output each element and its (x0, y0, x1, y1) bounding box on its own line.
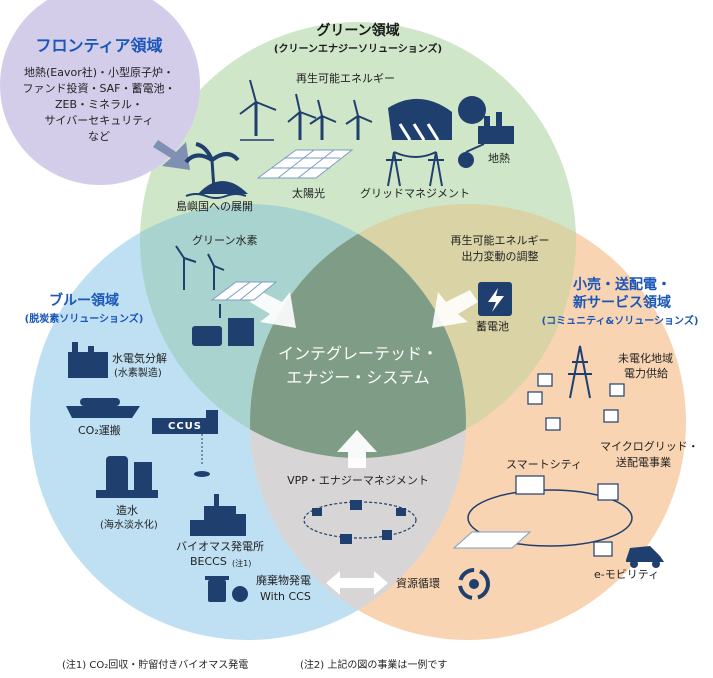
e-mobility-car-icon (626, 546, 664, 568)
desalination-plant-icon (96, 456, 158, 498)
beccs-note-label: (注1) (232, 559, 252, 568)
waste-label: 廃棄物発電 (256, 574, 311, 587)
footnote-1: (注1) CO₂回収・貯留付きバイオマス発電 (62, 660, 249, 671)
electrolysis-icon (68, 342, 108, 378)
hydro-dam-icon (388, 96, 486, 141)
smart-city-buildings-icon (515, 475, 619, 557)
houses-icon (527, 373, 625, 431)
battery-label: 蓄電池 (476, 320, 509, 333)
frontier-arrow-icon (153, 140, 190, 170)
e-mobility-label: e-モビリティ (594, 568, 660, 581)
power-supply-label: 電力供給 (624, 367, 668, 380)
smart-city-solar-icon (452, 531, 532, 549)
blue-title: ブルー領域 (49, 293, 119, 309)
green-hydrogen-wind-icon (175, 245, 225, 290)
electrolysis-label: 水電気分解 (112, 352, 167, 365)
co2-ship-icon (66, 398, 140, 418)
smart-city-label: スマートシティ (506, 458, 583, 471)
power-grid-tower-icon (386, 151, 444, 187)
solar-panel-icon (256, 149, 354, 179)
orange-title-line1: 小売・送配電・ (573, 277, 671, 293)
frontier-title: フロンティア領域 (35, 36, 163, 55)
arrow-from-green-left-icon (250, 290, 296, 328)
double-arrow-icon (326, 571, 388, 595)
frontier-desc-line: ファンド投資・SAF・蓄電池・ (22, 82, 176, 95)
center-title-line1: インテグレーテッド・ (277, 344, 438, 363)
green-hydrogen-solar-icon (210, 281, 278, 301)
waste-bin-icon (205, 576, 248, 602)
fluctuation-line2: 出力変動の調整 (461, 250, 539, 263)
frontier-desc-line: など (88, 130, 110, 143)
solar-label: 太陽光 (292, 187, 325, 200)
co2-transport-label: CO₂運搬 (78, 424, 121, 437)
island-label: 島嶼国への展開 (176, 200, 253, 213)
vpp-label: VPP・エナジーマネジメント (287, 474, 429, 487)
recycling-label: 資源循環 (396, 577, 440, 590)
grid-label: グリッドマネジメント (360, 187, 470, 200)
smart-city-ring (467, 489, 633, 547)
biomass-label: バイオマス発電所 (176, 540, 264, 553)
with-ccs-label: With CCS (260, 590, 311, 603)
unelectrified-label: 未電化地域 (618, 352, 673, 365)
green-title: グリーン領域 (316, 23, 400, 39)
battery-icon (478, 282, 512, 316)
distribution-label: 送配電事業 (616, 456, 671, 469)
ccus-facility-icon (152, 410, 218, 477)
desal-sub-label: (海水淡水化) (100, 520, 158, 531)
vpp-facilities-icon (312, 500, 406, 544)
desal-label: 造水 (116, 504, 138, 517)
center-region (250, 204, 466, 458)
frontier-desc-line: ZEB・ミネラル・ (54, 98, 144, 111)
green-subtitle: (クリーンエナジーソリューションズ) (273, 44, 443, 55)
hydrogen-label: グリーン水素 (192, 234, 258, 247)
frontier-circle (0, 0, 200, 185)
wind-turbine-icon (239, 79, 373, 141)
microgrid-label: マイクログリッド・ (600, 440, 699, 453)
hydrogen-tank-icon (192, 304, 254, 346)
orange-subtitle: (コミュニティ&ソリューションズ) (541, 316, 699, 327)
frontier-desc-line: 地熱(Eavor社)・小型原子炉・ (23, 66, 175, 79)
ccus-label: CCUS (168, 421, 202, 432)
renewable-label: 再生可能エネルギー (296, 72, 395, 85)
frontier-desc-line: サイバーセキュリティ (44, 114, 154, 127)
geothermal-label: 地熱 (488, 152, 510, 165)
arrow-up-icon (337, 430, 377, 468)
recycle-icon (458, 568, 490, 600)
electrolysis-sub-label: (水素製造) (114, 368, 162, 379)
footnote-2: (注2) 上記の図の事業は一例です (300, 660, 448, 671)
center-title-line2: エナジー・システム (286, 368, 430, 387)
blue-subtitle: (脱炭素ソリューションズ) (24, 314, 144, 325)
orange-title-line2: 新サービス領域 (573, 295, 671, 311)
fluctuation-line1: 再生可能エネルギー (450, 234, 550, 247)
transmission-tower-icon (568, 345, 592, 399)
geothermal-plant-icon (458, 112, 514, 168)
island-palm-icon (184, 142, 248, 199)
beccs-label: BECCS (190, 555, 227, 568)
arrow-from-green-right-icon (432, 290, 478, 328)
biomass-plant-icon (190, 494, 246, 536)
